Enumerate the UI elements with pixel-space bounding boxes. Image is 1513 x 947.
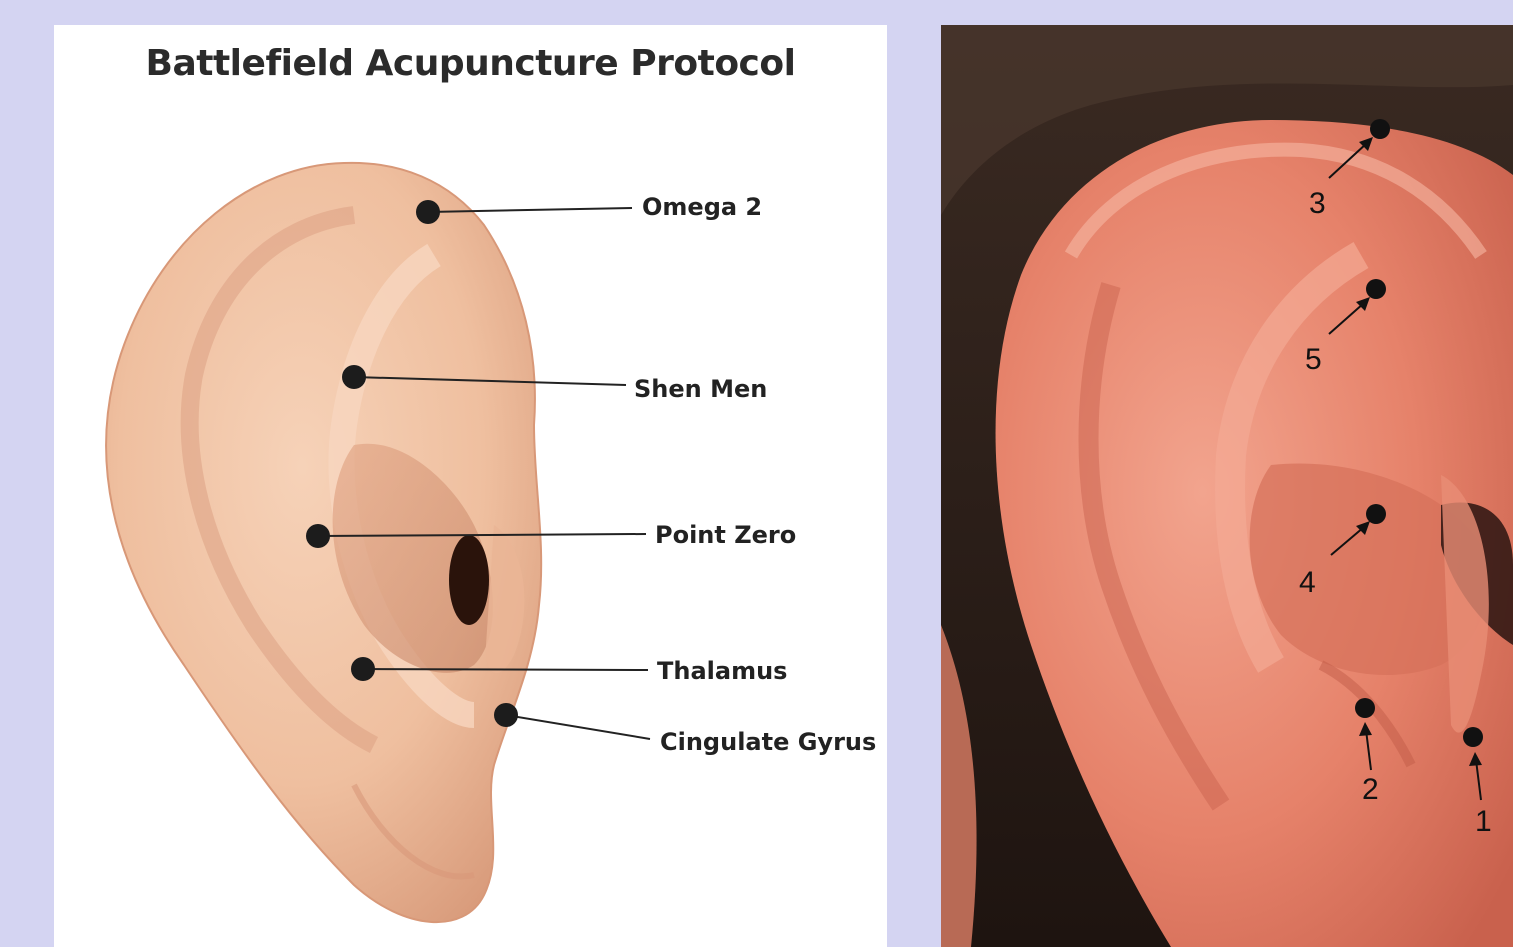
point-zero-label: Point Zero	[655, 521, 796, 549]
point-3-dot	[1370, 119, 1390, 139]
point-5-dot	[1366, 279, 1386, 299]
number-1: 1	[1475, 805, 1492, 838]
number-5: 5	[1305, 343, 1322, 376]
point-4-dot	[1366, 504, 1386, 524]
number-3: 3	[1309, 187, 1326, 220]
shen-men-label: Shen Men	[634, 375, 767, 403]
ear-photo: 3 5 4 2 1	[941, 25, 1513, 947]
thalamus-label: Thalamus	[657, 657, 787, 685]
point-cingulate-gyrus: Cingulate Gyrus	[494, 703, 876, 756]
number-4: 4	[1299, 566, 1316, 599]
shen-men-dot	[342, 365, 366, 389]
number-2: 2	[1362, 773, 1379, 806]
omega-2-dot	[416, 200, 440, 224]
cingulate-gyrus-label: Cingulate Gyrus	[660, 728, 876, 756]
ear-illustration: Omega 2 Shen Men Point Zero Thalamus Cin…	[54, 25, 887, 947]
thalamus-dot	[351, 657, 375, 681]
point-2-dot	[1355, 698, 1375, 718]
ear-canal	[449, 535, 489, 625]
point-1-dot	[1463, 727, 1483, 747]
diagram-panel: Battlefield Acupuncture Protocol	[54, 25, 887, 947]
ear-photo-panel: 3 5 4 2 1	[941, 25, 1513, 947]
omega-2-label: Omega 2	[642, 193, 762, 221]
point-zero-dot	[306, 524, 330, 548]
cingulate-gyrus-dot	[494, 703, 518, 727]
